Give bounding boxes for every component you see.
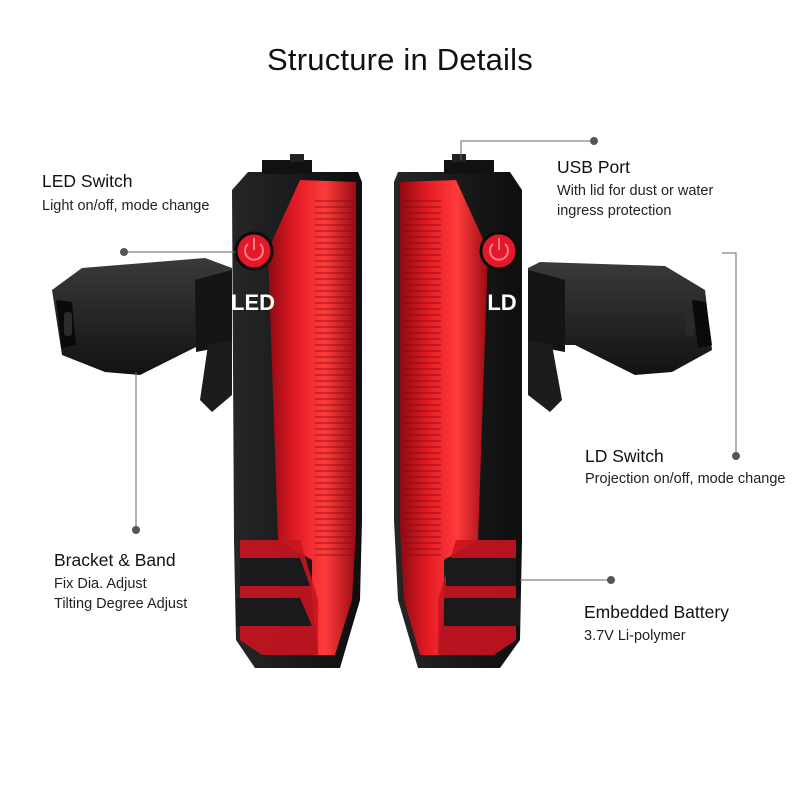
led-switch-button[interactable]: [234, 231, 274, 271]
embedded-battery-label: Embedded Battery: [584, 602, 729, 622]
embedded-battery-desc: 3.7V Li-polymer: [584, 628, 686, 644]
ld-switch-button[interactable]: [479, 231, 519, 271]
right-bracket-clamp: [528, 262, 712, 412]
usb-port-label: USB Port: [557, 157, 630, 177]
right-button-marking: LD: [487, 290, 516, 315]
right-light-unit: LD: [394, 154, 712, 668]
leader-dots: [120, 137, 740, 584]
usb-port-dot: [590, 137, 598, 145]
left-light-unit: LED: [52, 154, 362, 668]
led-switch-label: LED Switch: [42, 171, 133, 191]
ld-switch-desc: Projection on/off, mode change: [585, 471, 786, 487]
left-button-marking: LED: [231, 290, 275, 315]
diagram-title: Structure in Details: [267, 42, 533, 77]
bracket-band-desc-line2: Tilting Degree Adjust: [54, 596, 188, 612]
left-bracket-clamp: [52, 258, 232, 412]
ld-switch-label: LD Switch: [585, 446, 664, 466]
usb-port-desc-line2: ingress protection: [557, 203, 672, 219]
bracket-band-label: Bracket & Band: [54, 550, 176, 570]
leader-lines: [124, 140, 737, 581]
led-switch-desc: Light on/off, mode change: [42, 198, 210, 214]
ld-switch-dot: [732, 452, 740, 460]
ld-switch-leader: [722, 252, 737, 455]
usb-port-leader: [460, 140, 594, 160]
bracket-band-desc-line1: Fix Dia. Adjust: [54, 576, 147, 592]
bracket-band-dot: [132, 526, 140, 534]
usb-port-desc-line1: With lid for dust or water: [557, 183, 714, 199]
embedded-battery-dot: [607, 576, 615, 584]
led-switch-dot: [120, 248, 128, 256]
